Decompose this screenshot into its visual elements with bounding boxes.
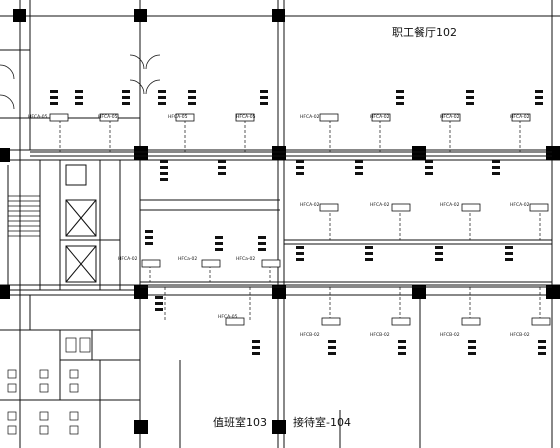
fcu-label: HFCA-02 [370, 114, 390, 120]
fcu-label: HFCA-02 [440, 202, 460, 208]
pipe-tag-stacks [50, 90, 546, 355]
fcu-label: HFCA-05 [98, 114, 118, 120]
fcu-label: HFCA-05 [236, 114, 256, 120]
fcu-label: HFCa-02 [236, 256, 255, 262]
fcu-label: HFCA-05 [168, 114, 188, 120]
fcu-label: HFCA-02 [300, 114, 320, 120]
elevator-shafts [65, 164, 97, 283]
fcu-label: HFCA-02 [510, 202, 530, 208]
unit-labels: HFCA-05 HFCA-05 HFCA-05 HFCA-05 HFCA-02 … [28, 114, 530, 338]
staircase [8, 195, 40, 237]
fcu-label: HFCB-02 [300, 332, 320, 338]
toilet-fixtures [7, 337, 91, 435]
room-label-104: 接待室-104 [293, 416, 351, 429]
room-label-102: 职工餐厅102 [392, 26, 457, 39]
fcu-label: HFCB-02 [510, 332, 530, 338]
room-label-103: 值班室103 [213, 416, 267, 429]
fcu-label: HFCA-05 [28, 114, 48, 120]
fcu-label: HFCA-02 [510, 114, 530, 120]
main-pipes [30, 151, 552, 288]
fcu-label: HFCB-02 [440, 332, 460, 338]
fcu-label: HFCB-02 [370, 332, 390, 338]
fcu-label: HFCA-02 [300, 202, 320, 208]
fcu-label: HFCA-02 [440, 114, 460, 120]
fcu-label: HFCA-02 [370, 202, 390, 208]
fcu-label: HFCA-05 [218, 314, 238, 320]
door-swings [0, 54, 161, 110]
fcu-label: HFCa-02 [178, 256, 197, 262]
fcu-label: HFCA-02 [118, 256, 138, 262]
fan-coil-units [49, 113, 551, 326]
branch-pipes [59, 120, 541, 320]
structural-columns [0, 9, 560, 434]
